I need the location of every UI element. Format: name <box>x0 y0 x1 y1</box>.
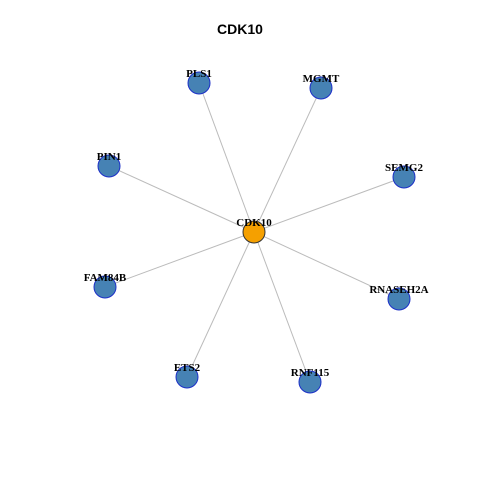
node-semg2: SEMG2 <box>385 162 423 189</box>
node-center-cdk10-label: CDK10 <box>236 217 272 229</box>
node-mgmt: MGMT <box>303 73 340 100</box>
edge-cdk10-mgmt <box>253 87 322 233</box>
node-pin1: PIN1 <box>97 151 121 178</box>
node-pin1-label: PIN1 <box>97 151 121 163</box>
node-rnf115-label: RNF115 <box>291 367 330 379</box>
node-pls1-circle <box>187 71 211 95</box>
edge-cdk10-pls1 <box>198 82 255 233</box>
node-center-cdk10-circle <box>242 220 266 244</box>
node-pin1-circle <box>97 154 121 178</box>
node-rnf115-circle <box>298 370 322 394</box>
edge-cdk10-ets2 <box>186 231 255 378</box>
edge-cdk10-semg2 <box>253 176 405 233</box>
edge-cdk10-fam84b <box>104 231 255 288</box>
node-ets2-circle <box>175 365 199 389</box>
node-center-cdk10: CDK10 <box>236 217 272 244</box>
node-pls1: PLS1 <box>186 68 212 95</box>
node-rnaseh2a-circle <box>387 287 411 311</box>
edge-cdk10-rnaseh2a <box>253 231 400 300</box>
node-ets2-label: ETS2 <box>174 362 201 374</box>
node-mgmt-label: MGMT <box>303 73 340 85</box>
graph-title: CDK10 <box>217 21 263 37</box>
node-rnaseh2a: RNASEH2A <box>369 284 429 311</box>
node-mgmt-circle <box>309 76 333 100</box>
node-fam84b-circle <box>93 275 117 299</box>
node-semg2-circle <box>392 165 416 189</box>
edge-cdk10-rnf115 <box>253 231 311 383</box>
edge-cdk10-pin1 <box>108 165 255 233</box>
edge-layer <box>104 82 405 383</box>
node-rnaseh2a-label: RNASEH2A <box>369 284 428 296</box>
node-semg2-label: SEMG2 <box>385 162 423 174</box>
node-rnf115: RNF115 <box>291 367 330 394</box>
node-ets2: ETS2 <box>174 362 201 389</box>
node-fam84b-label: FAM84B <box>84 272 127 284</box>
node-pls1-label: PLS1 <box>186 68 212 80</box>
node-fam84b: FAM84B <box>84 272 127 299</box>
